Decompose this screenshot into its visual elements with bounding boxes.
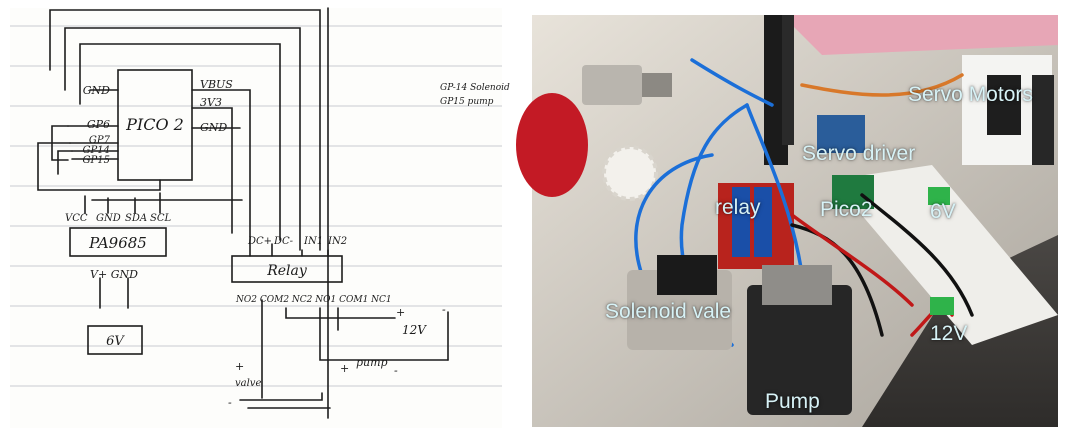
supply12-label: 12V bbox=[402, 323, 427, 337]
label-solenoid-valve: Solenoid vale bbox=[605, 300, 732, 323]
driver-pin-vcc: VCC bbox=[65, 213, 88, 224]
driver-pin-scl: SCL bbox=[150, 213, 172, 224]
pico-pin-gnd: GND bbox=[83, 84, 110, 97]
pico-pin-3v3: 3V3 bbox=[200, 96, 222, 109]
supply12-minus: - bbox=[442, 303, 446, 316]
pump-plus: + bbox=[340, 362, 349, 375]
driver-pin-gnd: GND bbox=[96, 213, 121, 224]
label-pico2: Pico2 bbox=[820, 198, 873, 221]
pico-pin-gp7: GP7 bbox=[89, 135, 111, 146]
pico-pin-gp6: GP6 bbox=[87, 118, 110, 131]
driver-pin-sda: SDA bbox=[125, 213, 147, 224]
driver-label: PA9685 bbox=[88, 234, 147, 252]
label-servo-motors: Servo Motors bbox=[908, 83, 1033, 106]
note-solenoid: GP-14 Solenoid bbox=[440, 83, 510, 93]
pico-pin-gp15: GP15 bbox=[83, 155, 110, 166]
valve-plus: + bbox=[235, 360, 244, 373]
label-pump: Pump bbox=[765, 390, 820, 413]
relay-label: Relay bbox=[266, 263, 308, 279]
valve-label: valve bbox=[235, 378, 261, 389]
relay-pin-in1: IN1 bbox=[303, 236, 323, 247]
wiring-sketch: GND GP6 GP7 GP14 GP15 PICO 2 VBUS 3V3 GN… bbox=[10, 7, 510, 428]
pico-pin-gnd-right: GND bbox=[200, 121, 227, 134]
pico-pin-gp14: GP14 bbox=[83, 145, 110, 156]
relay-bottom-pins: NO2 COM2 NC2 NO1 COM1 NC1 bbox=[235, 295, 392, 305]
supply12-plus: + bbox=[396, 306, 405, 319]
pump-label: pump bbox=[356, 356, 388, 369]
relay-pin-dc-minus: DC- bbox=[273, 236, 294, 247]
hardware-photo: Servo Motors Servo driver relay Pico2 6V… bbox=[516, 15, 1058, 427]
wiring-sketch-drawing: GND GP6 GP7 GP14 GP15 PICO 2 VBUS 3V3 GN… bbox=[10, 7, 510, 419]
supply6-pins: V+ GND bbox=[90, 268, 138, 281]
label-6v: 6V bbox=[930, 200, 956, 223]
relay-pin-dc-plus: DC+ bbox=[247, 236, 272, 247]
label-relay: relay bbox=[715, 196, 761, 219]
hardware-photo-drawing bbox=[516, 15, 1058, 427]
relay-pin-in2: IN2 bbox=[327, 236, 347, 247]
pico-label: PICO 2 bbox=[125, 115, 184, 134]
pico-pin-vbus: VBUS bbox=[200, 78, 233, 91]
valve-minus: - bbox=[228, 396, 232, 409]
note-pump: GP15 pump bbox=[440, 97, 494, 107]
pump-minus: - bbox=[394, 364, 398, 377]
supply6-label: 6V bbox=[106, 334, 125, 349]
label-12v: 12V bbox=[930, 322, 968, 345]
label-servo-driver: Servo driver bbox=[802, 142, 916, 165]
